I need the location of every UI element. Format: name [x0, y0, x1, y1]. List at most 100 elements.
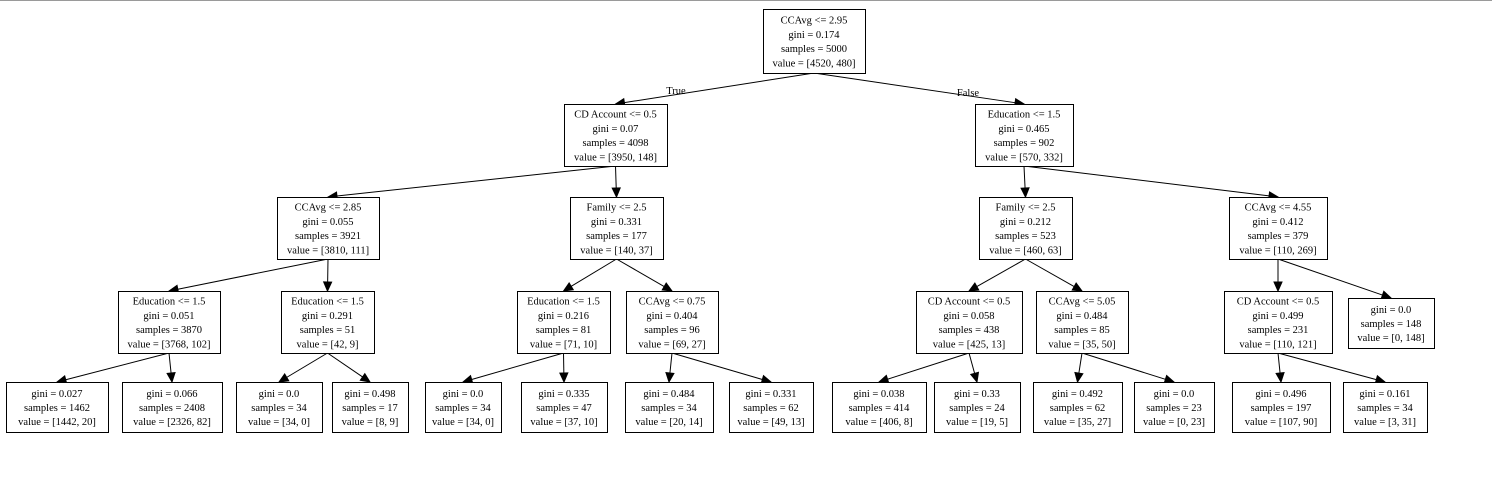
- tree-edge: [327, 352, 372, 383]
- value-text: value = [8, 9]: [342, 417, 399, 428]
- value-text: value = [71, 10]: [530, 339, 597, 350]
- value-text: value = [1442, 20]: [18, 417, 96, 428]
- node-box: [332, 382, 409, 433]
- node-box: [570, 197, 664, 260]
- gini-text: gini = 0.484: [643, 389, 695, 400]
- edge-line: [286, 352, 328, 378]
- tree-edge: True: [614, 72, 815, 108]
- value-text: value = [425, 13]: [933, 339, 1005, 350]
- edge-line: [624, 72, 815, 104]
- tree-edge: [877, 352, 970, 384]
- value-text: value = [37, 10]: [530, 417, 597, 428]
- tree-edge: [1081, 352, 1176, 384]
- gini-text: gini = 0.161: [1359, 389, 1410, 400]
- arrowhead: [969, 371, 980, 384]
- gini-text: gini = 0.0: [1371, 305, 1412, 316]
- arrowhead: [359, 372, 372, 383]
- gini-text: gini = 0.066: [146, 389, 197, 400]
- samples-text: samples = 2408: [139, 403, 205, 414]
- gini-text: gini = 0.331: [591, 217, 642, 228]
- gini-text: gini = 0.331: [745, 389, 796, 400]
- samples-text: samples = 523: [995, 231, 1056, 242]
- node-box: [1343, 382, 1428, 433]
- tree-edge: [671, 352, 773, 384]
- tree-edge: [1020, 165, 1030, 199]
- gini-text: gini = 0.051: [143, 311, 194, 322]
- gini-text: gini = 0.492: [1052, 389, 1103, 400]
- gini-text: gini = 0.496: [1255, 389, 1306, 400]
- arrowhead: [661, 282, 674, 292]
- edge-line: [669, 352, 673, 374]
- gini-text: gini = 0.212: [1000, 217, 1051, 228]
- value-text: value = [35, 50]: [1048, 339, 1115, 350]
- value-text: value = [0, 23]: [1143, 417, 1205, 428]
- gini-text: gini = 0.07: [593, 124, 639, 135]
- tree-edge: [461, 352, 564, 384]
- node-box: [1036, 291, 1129, 354]
- tree-edge: [562, 258, 617, 292]
- samples-text: samples = 379: [1248, 231, 1309, 242]
- edge-line: [615, 165, 617, 189]
- node-box: [281, 291, 375, 354]
- tree-edge: [611, 165, 621, 199]
- gini-text: gini = 0.484: [1056, 311, 1108, 322]
- arrowhead: [1071, 282, 1084, 292]
- node-box: [277, 197, 380, 260]
- edge-line: [570, 258, 617, 287]
- gini-text: gini = 0.465: [998, 124, 1049, 135]
- value-text: value = [460, 63]: [989, 245, 1061, 256]
- arrowhead: [1273, 281, 1283, 293]
- value-text: value = [110, 269]: [1239, 245, 1316, 256]
- node-box: [1224, 291, 1333, 354]
- samples-text: samples = 34: [435, 403, 491, 414]
- edge-line: [1023, 165, 1026, 189]
- split-condition-text: CCAvg <= 2.85: [295, 203, 362, 214]
- tree-edge: [665, 352, 675, 384]
- edge-line: [976, 258, 1026, 287]
- value-text: value = [2326, 82]: [133, 417, 211, 428]
- samples-text: samples = 4098: [583, 138, 649, 149]
- samples-text: samples = 81: [536, 325, 592, 336]
- tree-edges: True False: [55, 72, 1393, 385]
- edge-line: [968, 352, 976, 374]
- samples-text: samples = 51: [300, 325, 356, 336]
- value-text: value = [0, 148]: [1357, 333, 1424, 344]
- value-text: value = [406, 8]: [845, 417, 912, 428]
- split-condition-text: Education <= 1.5: [527, 297, 600, 308]
- gini-text: gini = 0.058: [943, 311, 994, 322]
- samples-text: samples = 177: [586, 231, 647, 242]
- value-text: value = [140, 37]: [580, 245, 652, 256]
- samples-text: samples = 148: [1361, 319, 1422, 330]
- arrowhead: [665, 372, 675, 384]
- node-box: [564, 104, 668, 167]
- arrowhead: [559, 372, 569, 384]
- value-text: value = [42, 9]: [297, 339, 359, 350]
- node-box: [236, 382, 323, 433]
- edge-label-false: False: [957, 88, 980, 99]
- node-box: [517, 291, 611, 354]
- edge-line: [1277, 352, 1377, 381]
- tree-edge: [616, 258, 674, 292]
- arrowhead: [322, 281, 333, 293]
- tree-edge: [1023, 165, 1280, 201]
- samples-text: samples = 3870: [136, 325, 202, 336]
- tree-edge: [968, 352, 980, 384]
- arrowhead: [877, 374, 890, 384]
- gini-text: gini = 0.335: [538, 389, 589, 400]
- samples-text: samples = 24: [949, 403, 1005, 414]
- arrowhead: [967, 282, 980, 292]
- gini-text: gini = 0.291: [302, 311, 353, 322]
- samples-text: samples = 231: [1248, 325, 1309, 336]
